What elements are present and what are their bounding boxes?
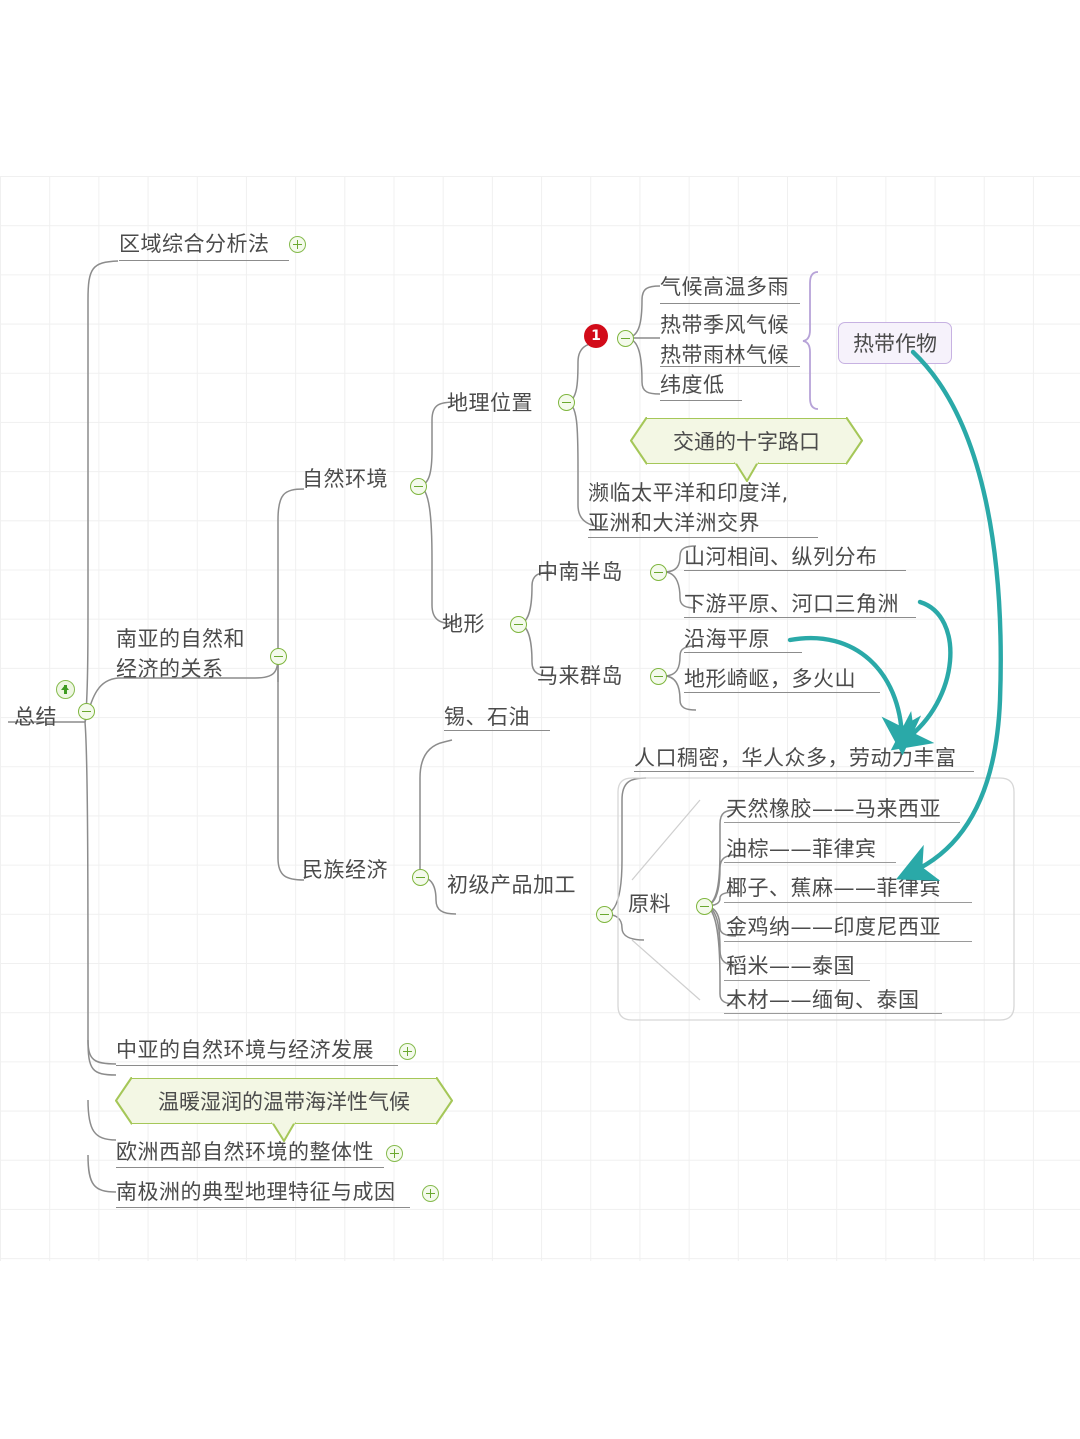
toggle-malay[interactable] xyxy=(650,668,667,685)
node-indochina-2[interactable]: 下游平原、河口三角洲 xyxy=(684,592,899,616)
underline xyxy=(660,366,800,368)
node-antarctica[interactable]: 南极洲的典型地理特征与成因 xyxy=(116,1180,396,1204)
underline xyxy=(684,692,880,694)
node-climate-types[interactable]: 热带季风气候 热带雨林气候 xyxy=(660,313,789,367)
underline xyxy=(724,1013,942,1015)
callout-left-cap xyxy=(115,1077,132,1125)
toggle-landform[interactable] xyxy=(510,616,527,633)
node-geo-position[interactable]: 地理位置 xyxy=(447,391,533,415)
raw-material-item[interactable]: 油棕——菲律宾 xyxy=(726,837,877,861)
arrow-up-icon[interactable] xyxy=(56,680,75,699)
underline xyxy=(724,941,972,943)
node-oceans[interactable]: 濒临太平洋和印度洋, 亚洲和大洋洲交界 xyxy=(588,481,789,535)
toggle-west-europe[interactable] xyxy=(386,1145,403,1162)
underline xyxy=(116,1207,410,1209)
underline xyxy=(660,303,800,305)
node-west-europe[interactable]: 欧洲西部自然环境的整体性 xyxy=(116,1140,374,1164)
callout-right-cap xyxy=(436,1077,453,1125)
node-region-method[interactable]: 区域综合分析法 xyxy=(119,232,270,256)
node-natural-env[interactable]: 自然环境 xyxy=(302,467,388,491)
toggle-geo-position[interactable] xyxy=(558,394,575,411)
note-number-badge[interactable]: 1 xyxy=(584,324,608,348)
node-landform[interactable]: 地形 xyxy=(442,612,485,636)
callout-tail xyxy=(733,462,760,482)
raw-material-item[interactable]: 木材——缅甸、泰国 xyxy=(726,988,920,1012)
node-central-asia[interactable]: 中亚的自然环境与经济发展 xyxy=(116,1038,374,1062)
tag-tropical-crops[interactable]: 热带作物 xyxy=(838,322,952,364)
node-low-latitude[interactable]: 纬度低 xyxy=(660,373,725,397)
underline xyxy=(116,1167,384,1169)
callout-crossroads[interactable]: 交通的十字路口 xyxy=(630,417,863,482)
node-indochina[interactable]: 中南半岛 xyxy=(537,560,623,584)
node-raw-materials[interactable]: 原料 xyxy=(628,892,671,916)
node-malay-1[interactable]: 沿海平原 xyxy=(684,627,770,651)
underline xyxy=(724,980,870,982)
toggle-primary-processing[interactable] xyxy=(596,906,613,923)
callout-tail xyxy=(271,1122,297,1142)
node-tin-oil[interactable]: 锡、石油 xyxy=(444,705,530,729)
root-toggle[interactable] xyxy=(78,703,95,720)
node-indochina-1[interactable]: 山河相间、纵列分布 xyxy=(684,545,878,569)
underline xyxy=(724,822,960,824)
toggle-region-method[interactable] xyxy=(289,236,306,253)
underline xyxy=(724,862,896,864)
toggle-south-asia[interactable] xyxy=(270,648,287,665)
underline xyxy=(684,652,802,654)
callout-crossroads-label: 交通的十字路口 xyxy=(673,430,820,454)
raw-material-item[interactable]: 金鸡纳——印度尼西亚 xyxy=(726,915,941,939)
node-malay-2[interactable]: 地形崎岖，多火山 xyxy=(684,667,856,691)
underline xyxy=(660,400,742,402)
callout-oceanic-climate-label: 温暖湿润的温带海洋性气候 xyxy=(158,1090,410,1114)
toggle-indochina[interactable] xyxy=(650,564,667,581)
raw-material-item[interactable]: 稻米——泰国 xyxy=(726,954,855,978)
node-malay[interactable]: 马来群岛 xyxy=(537,664,623,688)
callout-oceanic-climate[interactable]: 温暖湿润的温带海洋性气候 xyxy=(115,1077,453,1142)
underline xyxy=(588,537,818,539)
underline xyxy=(684,570,906,572)
underline xyxy=(634,771,974,773)
toggle-national-economy[interactable] xyxy=(412,869,429,886)
raw-material-item[interactable]: 椰子、蕉麻——菲律宾 xyxy=(726,876,941,900)
underline xyxy=(119,260,289,262)
toggle-central-asia[interactable] xyxy=(399,1043,416,1060)
underline xyxy=(724,902,972,904)
node-climate-hot-rainy[interactable]: 气候高温多雨 xyxy=(660,275,789,299)
node-primary-processing[interactable]: 初级产品加工 xyxy=(447,873,576,897)
toggle-antarctica[interactable] xyxy=(422,1185,439,1202)
node-national-economy[interactable]: 民族经济 xyxy=(302,858,388,882)
root-node-label[interactable]: 总结 xyxy=(14,705,57,729)
underline xyxy=(444,730,550,732)
node-south-asia[interactable]: 南亚的自然和 经济的关系 xyxy=(116,627,245,681)
callout-right-cap xyxy=(846,417,863,465)
underline xyxy=(116,1065,398,1067)
callout-left-cap xyxy=(630,417,647,465)
node-population[interactable]: 人口稠密，华人众多，劳动力丰富 xyxy=(634,746,957,770)
raw-material-item[interactable]: 天然橡胶——马来西亚 xyxy=(726,797,941,821)
toggle-natural-env[interactable] xyxy=(410,478,427,495)
underline xyxy=(684,617,916,619)
toggle-climate-cluster[interactable] xyxy=(617,330,634,347)
toggle-raw-materials[interactable] xyxy=(696,898,713,915)
